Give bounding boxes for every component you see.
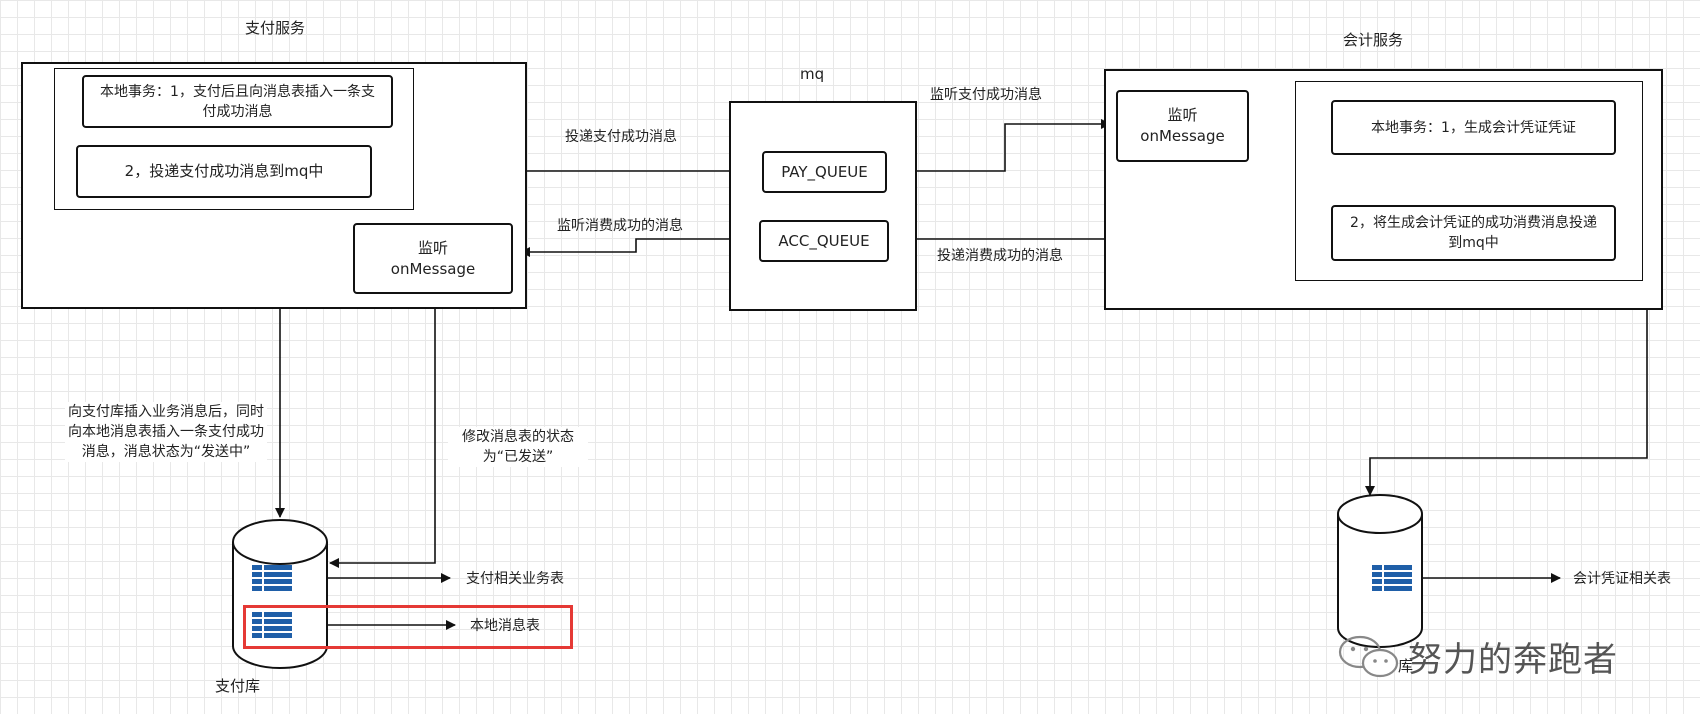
- acc-tx-step2: 2，将生成会计凭证的成功消费消息投递到mq中: [1331, 205, 1616, 261]
- acc-service-title: 会计服务: [1343, 31, 1404, 49]
- label-deliver-pay-success: 投递支付成功消息: [565, 129, 677, 145]
- highlight-local-msg-table: [243, 605, 573, 649]
- table-icon: [252, 565, 292, 591]
- table-business-label: 支付相关业务表: [466, 571, 564, 587]
- mq-title: mq: [800, 65, 825, 83]
- edge-listen-consume-success: [520, 238, 757, 257]
- mq-container: PAY_QUEUE ACC_QUEUE: [729, 101, 917, 311]
- label-insert-business: 向支付库插入业务消息后，同时向本地消息表插入一条支付成功消息，消息状态为“发送中…: [65, 402, 267, 462]
- pay-db-cylinder: [232, 519, 328, 669]
- acc-service-container: 监听 onMessage 本地事务：1，生成会计凭证凭证 2，将生成会计凭证的成…: [1104, 69, 1663, 310]
- label-listen-consume-success: 监听消费成功的消息: [557, 218, 683, 234]
- pay-service-title: 支付服务: [245, 19, 306, 37]
- table-icon: [1372, 565, 1412, 591]
- pay-service-container: 本地事务：1，支付后且向消息表插入一条支付成功消息 2，投递支付成功消息到mq中…: [21, 62, 527, 309]
- acc-db-name: 库: [1398, 657, 1414, 675]
- label-update-status: 修改消息表的状态为“已发送”: [448, 427, 588, 467]
- pay-queue: PAY_QUEUE: [762, 151, 887, 193]
- wechat-icon: [1338, 635, 1399, 678]
- pay-db-name: 支付库: [215, 677, 261, 695]
- table-local-msg-label: 本地消息表: [470, 618, 540, 634]
- table-voucher-label: 会计凭证相关表: [1573, 571, 1671, 587]
- pay-tx-step2: 2，投递支付成功消息到mq中: [76, 145, 372, 198]
- acc-listener: 监听 onMessage: [1116, 90, 1249, 162]
- pay-listener: 监听 onMessage: [353, 223, 513, 294]
- acc-tx-step1: 本地事务：1，生成会计凭证凭证: [1331, 100, 1616, 155]
- table-icon: [252, 612, 292, 638]
- label-listen-pay-success: 监听支付成功消息: [930, 87, 1042, 103]
- acc-queue: ACC_QUEUE: [759, 220, 889, 262]
- edge-update-status: [329, 286, 436, 568]
- pay-tx-step1: 本地事务：1，支付后且向消息表插入一条支付成功消息: [82, 75, 393, 128]
- edge-listen-pay-success: [885, 119, 1111, 172]
- watermark: 努力的奔跑者: [1408, 640, 1618, 680]
- label-deliver-consume-success: 投递消费成功的消息: [937, 248, 1063, 264]
